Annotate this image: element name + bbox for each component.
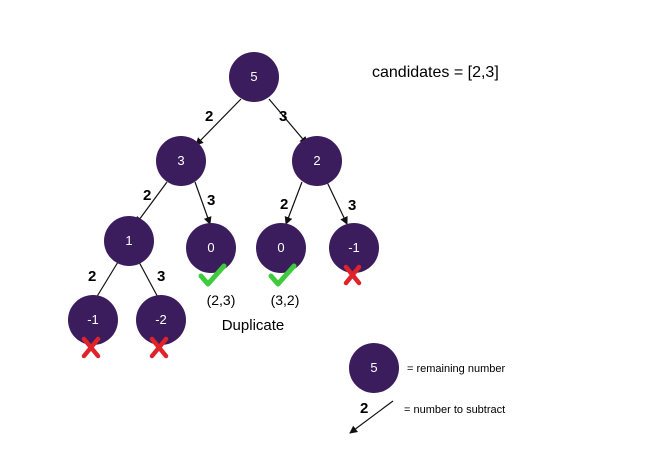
edge-label-right-right: 3	[348, 197, 356, 214]
node-leaf-a-value: -1	[87, 312, 99, 327]
node-leaf-b: -2	[136, 295, 186, 345]
legend: 5 = remaining number 2 = number to subtr…	[349, 343, 505, 434]
candidates-title: candidates = [2,3]	[372, 64, 499, 81]
legend-node-value: 5	[370, 360, 377, 375]
edge-root-right	[268, 98, 308, 145]
node-root-value: 5	[250, 69, 257, 84]
edge-left-left	[135, 181, 168, 225]
cross-mark-icon	[149, 336, 169, 359]
node-left-right-value: 0	[207, 240, 214, 255]
node-left-right: 0	[186, 223, 236, 273]
edge-left-right	[194, 181, 212, 225]
path-label-b: (3,2)	[271, 292, 300, 308]
edge-label-right-left: 2	[280, 196, 288, 213]
node-right-right: -1	[329, 223, 379, 273]
node-leaf-a: -1	[68, 295, 118, 345]
edge-root-left	[195, 98, 242, 146]
node-leaf-b-value: -2	[155, 312, 167, 327]
edge-right-left	[284, 181, 303, 225]
path-label-a: (2,3)	[207, 292, 236, 308]
node-left: 3	[156, 136, 206, 186]
legend-edge-description: = number to subtract	[404, 404, 505, 416]
legend-node-description: = remaining number	[407, 363, 505, 375]
edge-right-right	[326, 181, 348, 225]
edge-label-ll-b: 3	[157, 268, 165, 285]
legend-edge-value: 2	[360, 400, 368, 417]
legend-node-sample	[349, 343, 399, 393]
node-right-left-value: 0	[277, 240, 284, 255]
cross-mark-icon	[343, 264, 362, 286]
edge-label-left-right: 3	[207, 192, 215, 209]
node-root: 5	[229, 52, 279, 102]
edge-label-root-left: 2	[205, 108, 213, 125]
node-left-value: 3	[177, 153, 184, 168]
legend-arrow	[349, 400, 394, 434]
node-right-value: 2	[313, 153, 320, 168]
node-left-left: 1	[104, 216, 154, 266]
check-mark-icon	[198, 263, 227, 287]
node-right: 2	[292, 136, 342, 186]
duplicate-label: Duplicate	[222, 317, 285, 334]
check-mark-icon	[268, 263, 297, 287]
edge-label-left-left: 2	[143, 187, 151, 204]
node-right-right-value: -1	[348, 240, 360, 255]
node-right-left: 0	[256, 223, 306, 273]
edge-label-ll-a: 2	[88, 268, 96, 285]
edge-label-root-right: 3	[279, 108, 287, 125]
cross-mark-icon	[81, 336, 101, 359]
node-left-left-value: 1	[125, 233, 132, 248]
